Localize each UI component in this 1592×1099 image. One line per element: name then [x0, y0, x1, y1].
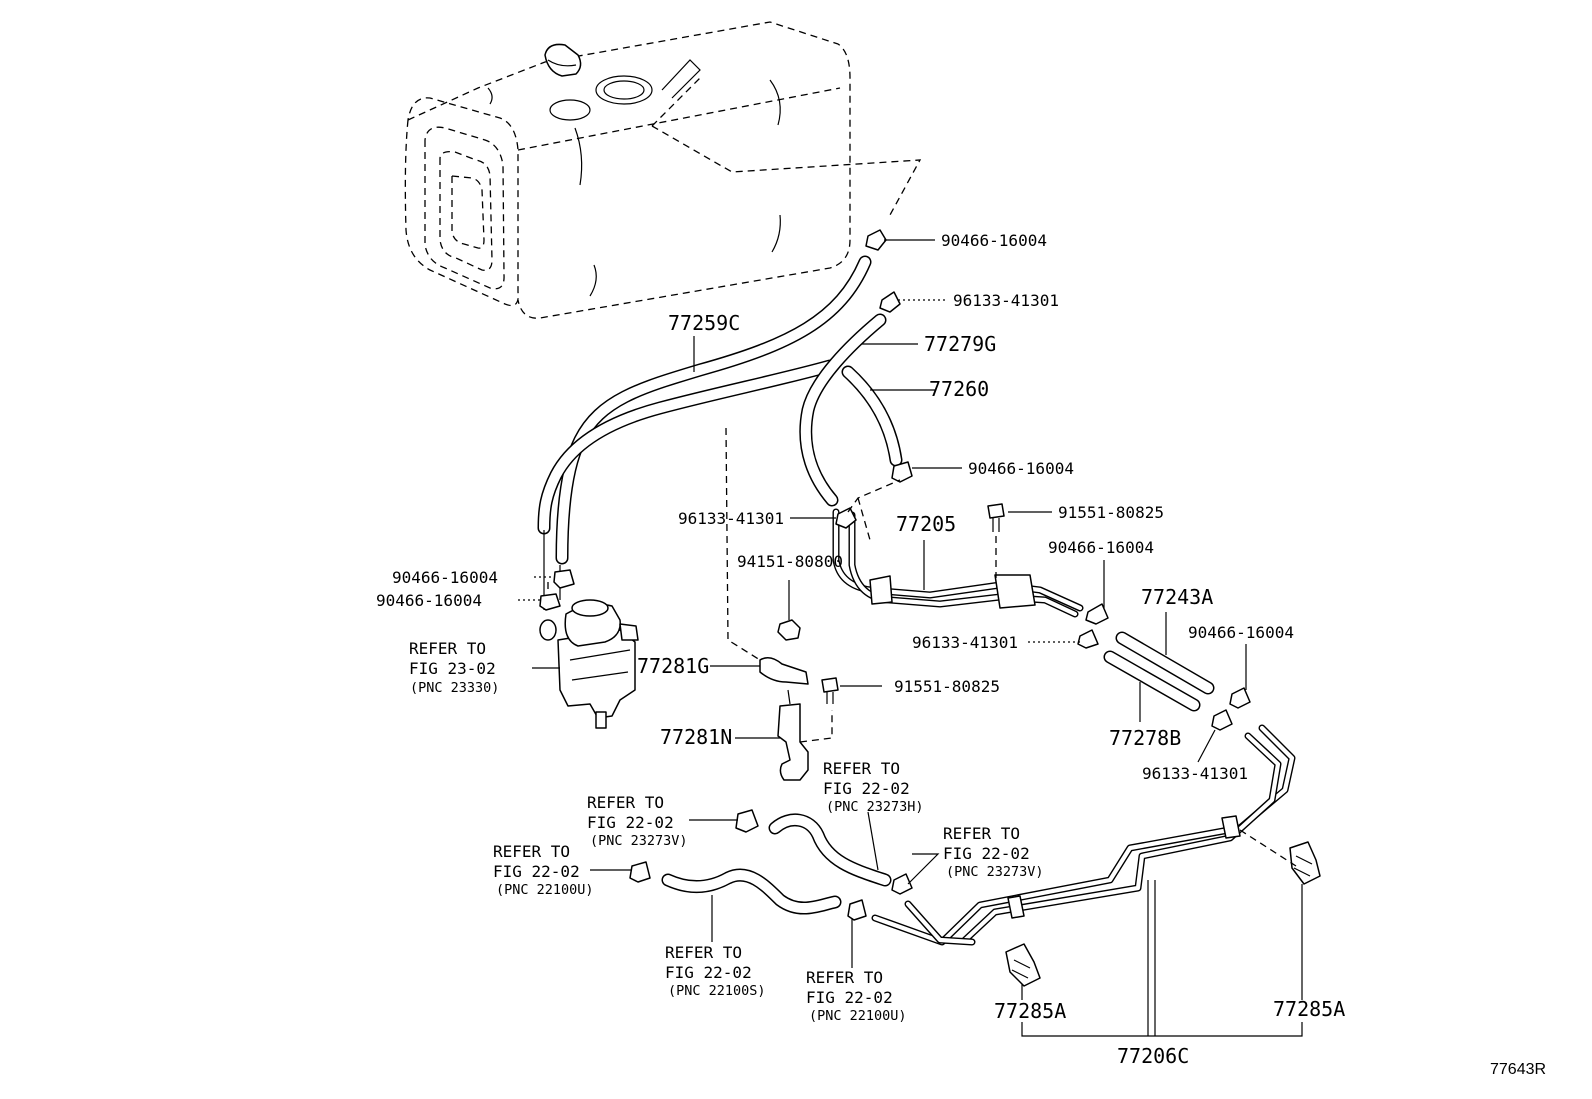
refer-note-pnc-22100u-left: REFER TO FIG 22-02 (PNC 22100U): [493, 842, 594, 898]
part-label-77285a: 77285A: [1273, 997, 1345, 1021]
bracket-77281n: [777, 689, 833, 781]
fuel-pump-assembly: [539, 530, 639, 729]
svg-text:REFER TO: REFER TO: [665, 943, 742, 962]
part-label-77243a: 77243A: [1141, 585, 1213, 609]
svg-text:(PNC 22100U): (PNC 22100U): [496, 882, 594, 898]
svg-text:FIG 22-02: FIG 22-02: [493, 862, 580, 881]
svg-text:FIG 22-02: FIG 22-02: [806, 988, 893, 1007]
clip-77285a-right: [1239, 829, 1321, 885]
refer-note-pnc-23273v-right: REFER TO FIG 22-02 (PNC 23273V): [943, 824, 1044, 880]
svg-text:FIG 22-02: FIG 22-02: [943, 844, 1030, 863]
svg-text:REFER TO: REFER TO: [409, 639, 486, 658]
part-label-90466-16004: 90466-16004: [941, 231, 1047, 250]
fuel-tank: [404, 21, 922, 319]
part-label-77281n: 77281N: [660, 725, 732, 749]
refer-note-pnc-23330: REFER TO FIG 23-02 (PNC 23330): [409, 639, 499, 696]
pipe-77206c: [871, 724, 1296, 946]
part-label-77285a: 77285A: [994, 999, 1066, 1023]
svg-text:(PNC 23273V): (PNC 23273V): [946, 864, 1044, 880]
hose-77278b: [1103, 650, 1201, 712]
part-label-96133-41301: 96133-41301: [1142, 764, 1248, 783]
svg-text:REFER TO: REFER TO: [806, 968, 883, 987]
part-label-91551-80825: 91551-80825: [894, 677, 1000, 696]
bolt-91551-80825-upper: [987, 503, 1005, 578]
nut-94151-80800: [777, 580, 801, 641]
refer-note-pnc-23273v-left: REFER TO FIG 22-02 (PNC 23273V): [587, 793, 688, 849]
pipe-77205: [832, 508, 1084, 618]
part-label-96133-41301: 96133-41301: [953, 291, 1059, 310]
svg-text:FIG 22-02: FIG 22-02: [823, 779, 910, 798]
clip-77285a-left: [1005, 943, 1041, 987]
svg-text:REFER TO: REFER TO: [493, 842, 570, 861]
part-label-90466-16004: 90466-16004: [376, 591, 482, 610]
leader-lines: [518, 239, 1303, 1037]
part-label-77259c: 77259C: [668, 311, 740, 335]
part-label-90466-16004: 90466-16004: [392, 568, 498, 587]
bracket-77281g: [725, 427, 809, 685]
diagram-id: 77643R: [1490, 1061, 1546, 1078]
svg-text:REFER TO: REFER TO: [823, 759, 900, 778]
hose-77243a: [1115, 631, 1215, 695]
refer-note-pnc-22100u-right: REFER TO FIG 22-02 (PNC 22100U): [806, 968, 907, 1024]
bolt-91551-80825-lower: [821, 677, 839, 704]
part-label-77260: 77260: [929, 377, 989, 401]
part-label-77279g: 77279G: [924, 332, 996, 356]
part-label-90466-16004: 90466-16004: [968, 459, 1074, 478]
hose-refer-22100s: [661, 868, 842, 915]
refer-note-pnc-22100s: REFER TO FIG 22-02 (PNC 22100S): [665, 943, 766, 999]
part-label-90466-16004: 90466-16004: [1048, 538, 1154, 557]
part-label-96133-41301: 96133-41301: [678, 509, 784, 528]
svg-text:REFER TO: REFER TO: [943, 824, 1020, 843]
hose-77279g: [799, 313, 887, 507]
hose-refer-23273h: [768, 813, 892, 887]
part-label-94151-80800: 94151-80800: [737, 552, 843, 571]
part-label-90466-16004: 90466-16004: [1188, 623, 1294, 642]
part-label-96133-41301: 96133-41301: [912, 633, 1018, 652]
refer-note-pnc-23273h: REFER TO FIG 22-02 (PNC 23273H): [823, 759, 924, 815]
hose-77259c: [537, 255, 872, 565]
svg-text:FIG 22-02: FIG 22-02: [665, 963, 752, 982]
part-label-77278b: 77278B: [1109, 726, 1181, 750]
clamp-icon: [539, 229, 1251, 921]
svg-text:(PNC 22100S): (PNC 22100S): [668, 983, 766, 999]
part-label-77281g: 77281G: [637, 654, 709, 678]
svg-text:REFER TO: REFER TO: [587, 793, 664, 812]
hose-77260: [841, 365, 903, 467]
assembly-lines: [547, 479, 901, 594]
svg-text:(PNC 23273V): (PNC 23273V): [590, 833, 688, 849]
svg-text:FIG 23-02: FIG 23-02: [409, 659, 496, 678]
part-label-91551-80825: 91551-80825: [1058, 503, 1164, 522]
svg-text:(PNC 23330): (PNC 23330): [410, 680, 499, 696]
svg-text:FIG 22-02: FIG 22-02: [587, 813, 674, 832]
part-label-77205: 77205: [896, 512, 956, 536]
svg-text:(PNC 23273H): (PNC 23273H): [826, 799, 924, 815]
part-label-77206c: 77206C: [1117, 1044, 1189, 1068]
svg-text:(PNC 22100U): (PNC 22100U): [809, 1008, 907, 1024]
